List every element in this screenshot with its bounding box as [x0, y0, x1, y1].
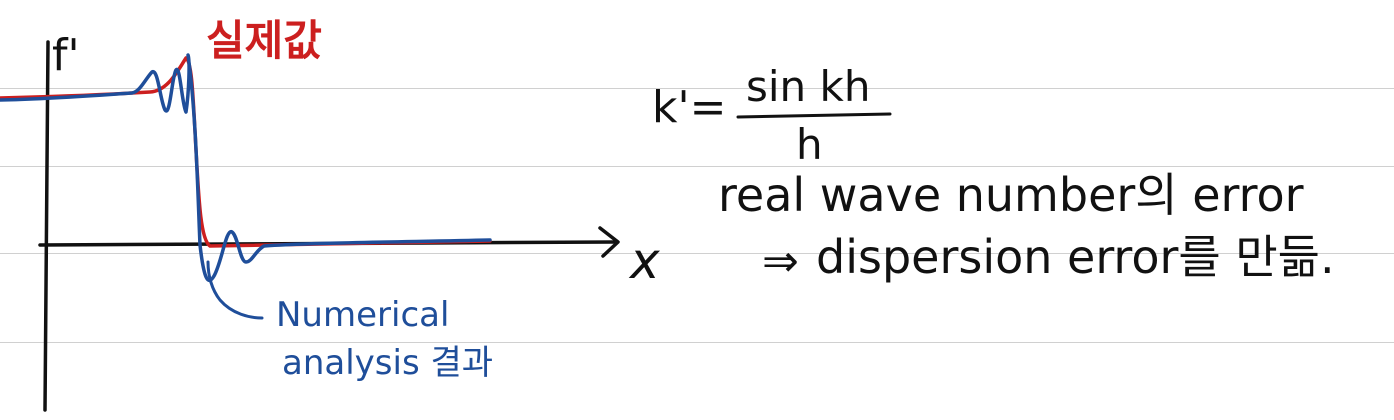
numerical-label-pointer: [206, 260, 264, 320]
note-line-2: dispersion error를 만듦.: [816, 230, 1335, 284]
numerical-analysis-curve: [0, 53, 492, 283]
formula-numerator: sin kh: [746, 62, 871, 111]
formula-lhs: k'=: [652, 82, 727, 133]
actual-value-label: 실제값: [206, 16, 322, 65]
numerical-label-line2: analysis 결과: [282, 343, 494, 383]
x-axis-arrowhead: [598, 226, 620, 258]
formula-denominator: h: [796, 120, 823, 169]
actual-value-curve: [0, 56, 492, 248]
y-axis: [43, 40, 50, 412]
numerical-label-line1: Numerical: [276, 295, 450, 335]
implies-symbol: ⇒: [762, 236, 799, 287]
ruled-line: [0, 342, 1394, 343]
ruled-line: [0, 253, 1394, 254]
formula-fraction-bar: [736, 112, 892, 119]
x-axis-label: x: [630, 232, 660, 290]
ruled-line: [0, 88, 1394, 89]
ruled-line: [0, 166, 1394, 167]
note-line-1: real wave number의 error: [718, 168, 1304, 222]
y-axis-label: f': [52, 30, 80, 81]
